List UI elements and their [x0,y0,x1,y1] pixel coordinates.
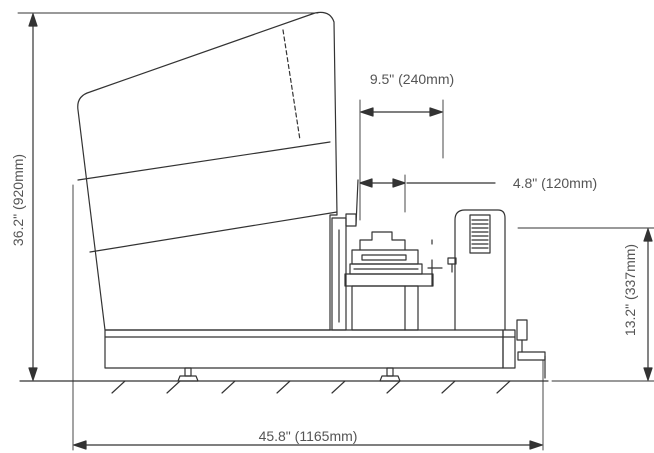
label-inner-width: 4.8" (120mm) [513,175,597,191]
base-platform [104,329,516,369]
base-right-block [502,329,516,369]
hood-dashed-line [282,29,301,141]
hood [77,11,338,331]
motor-housing [447,209,506,331]
dimension-width [72,184,544,451]
label-base-height: 13.2" (337mm) [622,244,638,336]
base-body [104,329,504,369]
foot-left [177,367,199,382]
hood-seam-upper [77,141,331,181]
label-overall-height: 36.2" (920mm) [10,154,26,246]
foot-right [379,367,401,382]
dimension-inner [359,174,496,213]
inner-column [331,179,359,331]
crank-handle[interactable] [516,319,546,379]
ground-hatching [111,380,511,394]
dimension-height [17,12,319,382]
label-top-width: 9.5" (240mm) [370,71,454,87]
hood-outline [77,11,338,331]
vent-panel [469,214,491,254]
vent-slats [471,219,489,249]
ground [19,380,549,394]
label-overall-width: 45.8" (1165mm) [259,428,358,444]
hood-seam-lower [89,211,338,253]
carriage-assembly [344,231,443,331]
dimension-top [359,99,444,221]
dimension-base-height [517,227,654,382]
